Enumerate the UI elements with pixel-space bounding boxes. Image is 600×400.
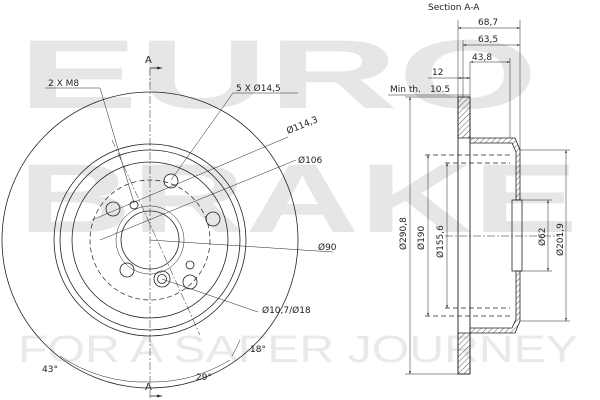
- leader-pcd: [91, 136, 289, 221]
- label-d62: Ø62: [537, 227, 548, 246]
- angle-arc-18: [231, 339, 241, 357]
- section-view: Section A-A Ø290,8 Ø190 Ø155,6 Ø62 Ø201,…: [388, 3, 570, 375]
- locating-hole-outer: [153, 270, 171, 288]
- label-small-hole: Ø10,7/Ø18: [262, 305, 311, 316]
- label-thread: 2 X M8: [48, 79, 79, 89]
- label-width-635: 63,5: [478, 35, 498, 45]
- friction-ring-outline: [457, 96, 471, 375]
- label-angle29: 29°: [196, 373, 212, 383]
- bolt-hole: [182, 274, 198, 290]
- watermark-tagline: FOR A SAFER JOURNEY: [18, 329, 578, 371]
- label-d2908: Ø290,8: [398, 217, 409, 250]
- leader-small-hole: [161, 278, 259, 313]
- bolt-hole: [105, 201, 121, 217]
- bolt-hole: [205, 211, 221, 227]
- angle-arc-29: [149, 359, 231, 383]
- ring-top: [457, 96, 471, 139]
- leader-d90: [149, 239, 334, 253]
- label-d1556: Ø155,6: [435, 225, 446, 258]
- ring-bottom: [457, 332, 471, 375]
- label-holes: 5 X Ø14,5: [236, 83, 281, 94]
- watermark: EURO BRAKE FOR A SAFER JOURNEY: [18, 19, 578, 371]
- section-mark-bottom: A: [145, 382, 152, 393]
- thread-hole-m8: [129, 200, 139, 210]
- bolt-holes: [105, 173, 221, 290]
- label-d190: Ø190: [416, 225, 427, 250]
- bolt-hole: [119, 262, 135, 278]
- label-d106: Ø106: [298, 155, 323, 166]
- label-thickness: 12: [432, 68, 443, 78]
- locating-hole-inner: [157, 274, 167, 284]
- section-title: Section A-A: [428, 3, 480, 13]
- label-angle18: 18°: [250, 345, 266, 355]
- label-min-th-value: 10.5: [430, 85, 450, 95]
- section-mark-top: A: [145, 55, 152, 66]
- label-angle43: 43°: [42, 365, 58, 375]
- watermark-euro: EURO: [18, 19, 538, 129]
- leader-holes: [170, 92, 234, 181]
- angle-arc-43: [59, 355, 151, 383]
- label-d90: Ø90: [318, 242, 337, 253]
- leader-thread: [99, 87, 135, 204]
- label-min-th: Min th.: [390, 85, 421, 95]
- label-width-total: 68,7: [478, 18, 498, 28]
- thread-hole-m8: [185, 260, 195, 270]
- hat-wall-bottom: [469, 270, 521, 334]
- diagonal-centerline: [111, 139, 201, 336]
- hat-face: [511, 199, 523, 272]
- bolt-hole: [163, 173, 179, 189]
- label-width-438: 43,8: [472, 53, 492, 63]
- leader-d106: [99, 159, 297, 241]
- label-d2019: Ø201,9: [555, 223, 566, 256]
